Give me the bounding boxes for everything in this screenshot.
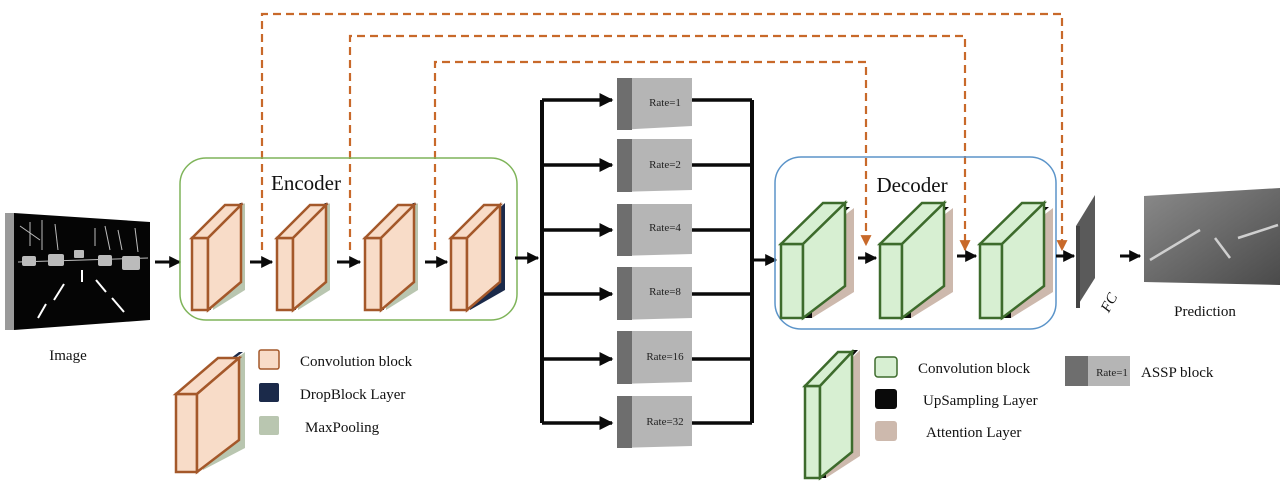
aspp-rate-label: Rate=1 [649,97,681,109]
input-image [5,213,150,330]
legend-swatch-conv [258,349,280,370]
aspp-block-1: Rate=1 [617,78,692,130]
decoder-block-1 [777,200,854,321]
legend-aspp-swatch-label: Rate=1 [1096,367,1128,379]
decoder-frame [774,156,1057,330]
legend-encoder: Convolution block DropBlock Layer MaxPoo… [258,349,413,436]
aspp-rate-label: Rate=4 [649,222,681,234]
aspp-rate-label: Rate=8 [649,286,681,298]
aspp-block-2: Rate=2 [617,139,692,192]
legend-encoder-icon [172,352,245,475]
aspp-block-16: Rate=16 [617,331,692,384]
legend-label: MaxPooling [305,420,380,436]
decoder-title: Decoder [876,173,947,197]
aspp-out-lines [692,98,752,425]
legend-swatch-attention [875,421,897,441]
legend-aspp: Rate=1 ASSP block [1065,356,1214,386]
legend-label: Convolution block [918,361,1031,377]
aspp-block-32: Rate=32 [617,396,692,448]
encoder-title: Encoder [271,171,341,195]
encoder-block-1 [188,201,245,313]
skip-connections [260,12,1068,252]
output-label: Prediction [1174,304,1236,320]
decoder-block-3 [976,200,1053,321]
encoder-block-2 [273,201,330,313]
encoder-block-4 [447,201,505,313]
input-label: Image [49,348,87,364]
encoder-block-3 [361,201,418,313]
legend-label: Attention Layer [926,425,1021,441]
aspp-block-4: Rate=4 [617,204,692,256]
legend-label: ASSP block [1141,365,1214,381]
legend-swatch-conv [874,356,898,378]
legend-decoder-icon [802,348,860,481]
legend-label: UpSampling Layer [923,393,1038,409]
aspp-in-arrows [542,93,614,430]
legend-label: Convolution block [300,354,413,370]
aspp-rate-label: Rate=16 [646,351,684,363]
aspp-rate-label: Rate=32 [646,416,683,428]
legend-label: DropBlock Layer [300,387,405,403]
prediction-image [1144,188,1280,285]
fc-label: FC [1098,290,1122,316]
fc-layer [1076,195,1095,308]
legend-swatch-maxpool [259,416,279,435]
legend-decoder: Convolution block UpSampling Layer Atten… [874,356,1038,441]
aspp-block-8: Rate=8 [617,267,692,320]
encoder-frame [179,157,518,321]
decoder-block-2 [876,200,953,321]
legend-swatch-dropblock [259,383,279,402]
aspp-rate-label: Rate=2 [649,159,681,171]
legend-swatch-upsampling [875,389,897,409]
